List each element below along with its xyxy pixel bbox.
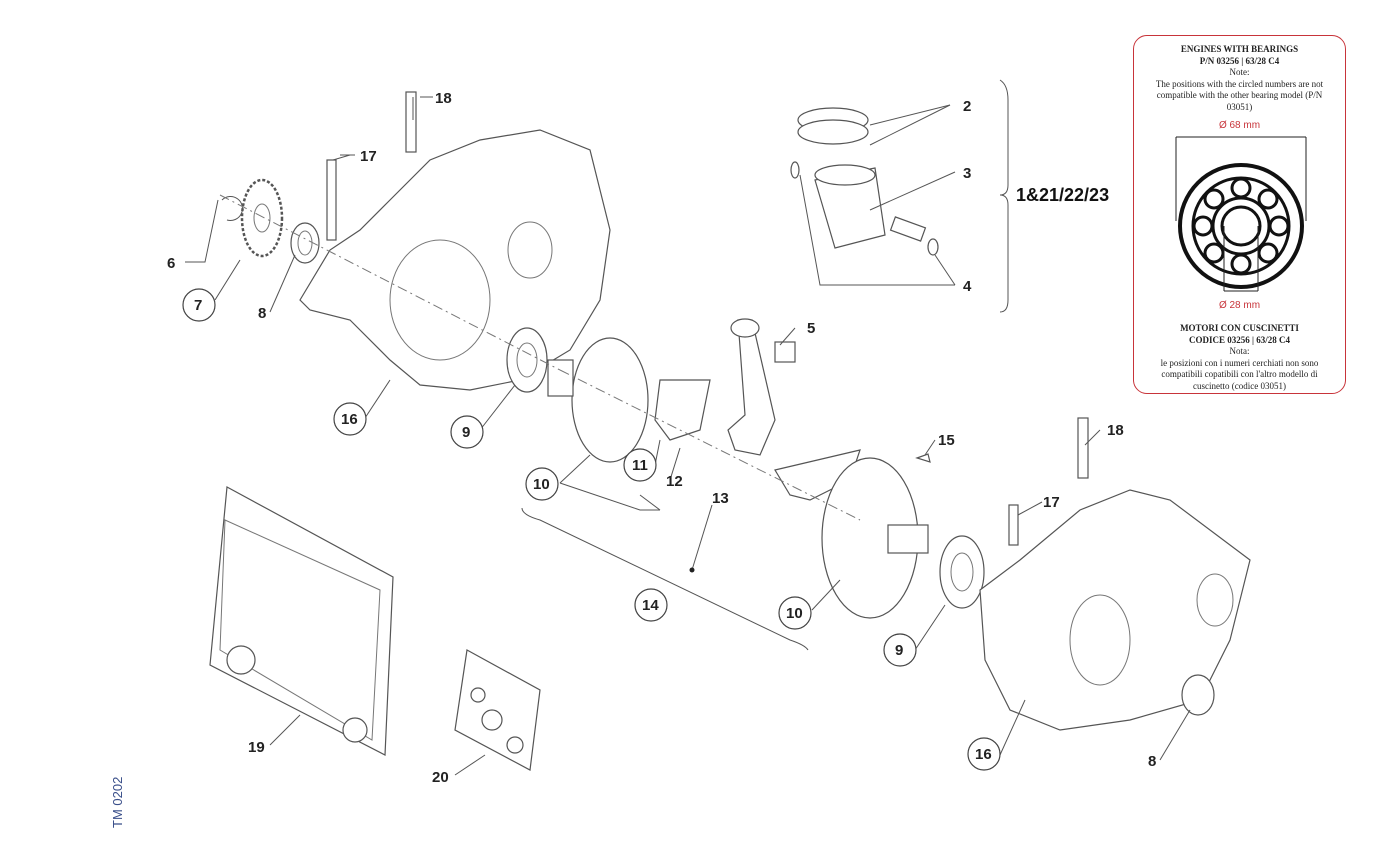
group-label: 1&21/22/23 xyxy=(1016,185,1110,205)
bearing-9b xyxy=(939,535,985,609)
callout-4: 4 xyxy=(963,278,972,295)
callout-8-right: 8 xyxy=(1148,753,1156,770)
crank-half-10 xyxy=(571,337,649,463)
callout-17: 17 xyxy=(360,148,377,165)
callout-5: 5 xyxy=(807,320,815,337)
outer-diameter: Ø 68 mm xyxy=(1218,120,1261,131)
bearing-9 xyxy=(506,327,548,393)
callout-9: 9 xyxy=(462,424,470,441)
callout-2: 2 xyxy=(963,98,971,115)
callout-3: 3 xyxy=(963,165,971,182)
callout-15: 15 xyxy=(938,432,955,449)
callout-18-right: 18 xyxy=(1107,422,1124,439)
key-15 xyxy=(915,453,931,463)
note-it-text: le posizioni con i numeri cerchiati non … xyxy=(1160,357,1319,391)
piston-pin-3 xyxy=(889,216,927,242)
callout-7: 7 xyxy=(194,297,202,314)
callout-16-right: 16 xyxy=(975,746,992,763)
stud-18 xyxy=(405,91,417,153)
bearing-note-box: ENGINES WITH BEARINGS P/N 03256 | 63/28 … xyxy=(1133,35,1346,394)
stud-18b xyxy=(1077,417,1089,479)
stud-17 xyxy=(326,159,337,241)
callout-16: 16 xyxy=(341,411,358,428)
callout-10: 10 xyxy=(533,476,550,493)
note-en-text: The positions with the circled numbers a… xyxy=(1155,78,1324,112)
note-en-pn: P/N 03256 | 63/28 C4 xyxy=(1199,55,1280,66)
callout-circles xyxy=(182,288,1001,771)
callout-11: 11 xyxy=(632,457,648,474)
callout-17-right: 17 xyxy=(1043,494,1060,511)
callout-18: 18 xyxy=(435,90,452,107)
stud-17b xyxy=(1008,504,1019,546)
conrod-13 xyxy=(727,319,776,456)
callout-20: 20 xyxy=(432,769,449,786)
inner-diameter: Ø 28 mm xyxy=(1218,300,1261,311)
note-en-label: Note: xyxy=(1229,67,1250,77)
crankshaft-bracket xyxy=(521,507,809,651)
drawing-code: TM 0202 xyxy=(110,776,125,828)
note-it-pn: CODICE 03256 | 63/28 C4 xyxy=(1189,334,1290,345)
callout-19: 19 xyxy=(248,739,265,756)
callout-8: 8 xyxy=(258,305,266,322)
seal-8 xyxy=(290,222,320,264)
gear-7 xyxy=(240,178,284,258)
crankcase-right xyxy=(979,489,1251,731)
seal-8b xyxy=(1181,674,1215,716)
circlip-6 xyxy=(221,196,243,221)
seal-kit-20 xyxy=(454,649,541,771)
note-it-title: MOTORI CON CUSCINETTI xyxy=(1180,323,1299,333)
callout-9-right: 9 xyxy=(895,642,903,659)
callout-6: 6 xyxy=(167,255,175,272)
note-it-label: Nota: xyxy=(1229,346,1250,356)
callout-12: 12 xyxy=(666,473,683,490)
crankcase-left xyxy=(299,129,611,391)
crankcase-bore xyxy=(389,239,491,361)
callout-10-right: 10 xyxy=(786,605,803,622)
callout-13: 13 xyxy=(712,490,729,507)
group-bracket xyxy=(999,79,1009,313)
needle-bearing-5 xyxy=(774,341,796,363)
gasket-kit-19 xyxy=(209,486,394,756)
bearing-drawing xyxy=(1175,136,1307,292)
callout-14: 14 xyxy=(642,597,659,614)
note-en-title: ENGINES WITH BEARINGS xyxy=(1180,44,1299,54)
